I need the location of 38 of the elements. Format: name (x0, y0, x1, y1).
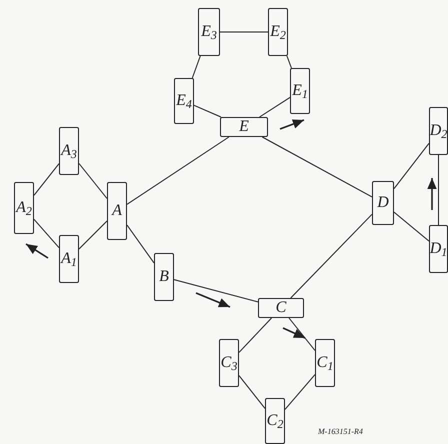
component-box: C (258, 298, 304, 318)
component-box: E$_{2}$ (268, 8, 288, 56)
drawing-number: M-163151-R4 (318, 426, 363, 438)
component-box: D$_{1}$ (429, 225, 448, 273)
component-box: A$_{2}$ (14, 182, 34, 234)
connector-line (394, 212, 430, 242)
connector-line (78, 163, 108, 199)
component-box: C$_{1}$ (315, 339, 335, 387)
connector-line (259, 96, 290, 118)
component-box: C$_{3}$ (219, 339, 239, 387)
connector-line (34, 163, 60, 196)
connector-line (34, 218, 60, 248)
connector-line (192, 56, 201, 78)
component-box: D (372, 181, 394, 225)
component-box: A$_{3}$ (59, 127, 79, 175)
component-box: B (154, 253, 174, 301)
connector-line (194, 104, 222, 118)
connector-line (174, 279, 258, 302)
component-box: E$_{4}$ (174, 78, 194, 124)
component-box: D$_{2}$ (429, 107, 448, 155)
connector-line (238, 375, 266, 409)
connector-line (238, 318, 272, 353)
component-box: A (107, 182, 127, 240)
component-box: E$_{1}$ (290, 68, 310, 114)
connector-line (438, 154, 439, 226)
connector-line (286, 56, 292, 68)
component-box: E (220, 117, 268, 137)
connector-line (262, 136, 372, 198)
connector-line (288, 318, 316, 351)
connector-line (290, 214, 372, 298)
component-box: A$_{1}$ (59, 235, 79, 283)
component-box: C$_{2}$ (265, 398, 285, 444)
connector-line (78, 220, 108, 250)
connector-line (126, 136, 230, 205)
connector-line (126, 224, 154, 264)
connector-line (284, 374, 316, 410)
component-box: E$_{3}$ (198, 8, 220, 56)
connector-line (394, 142, 430, 190)
